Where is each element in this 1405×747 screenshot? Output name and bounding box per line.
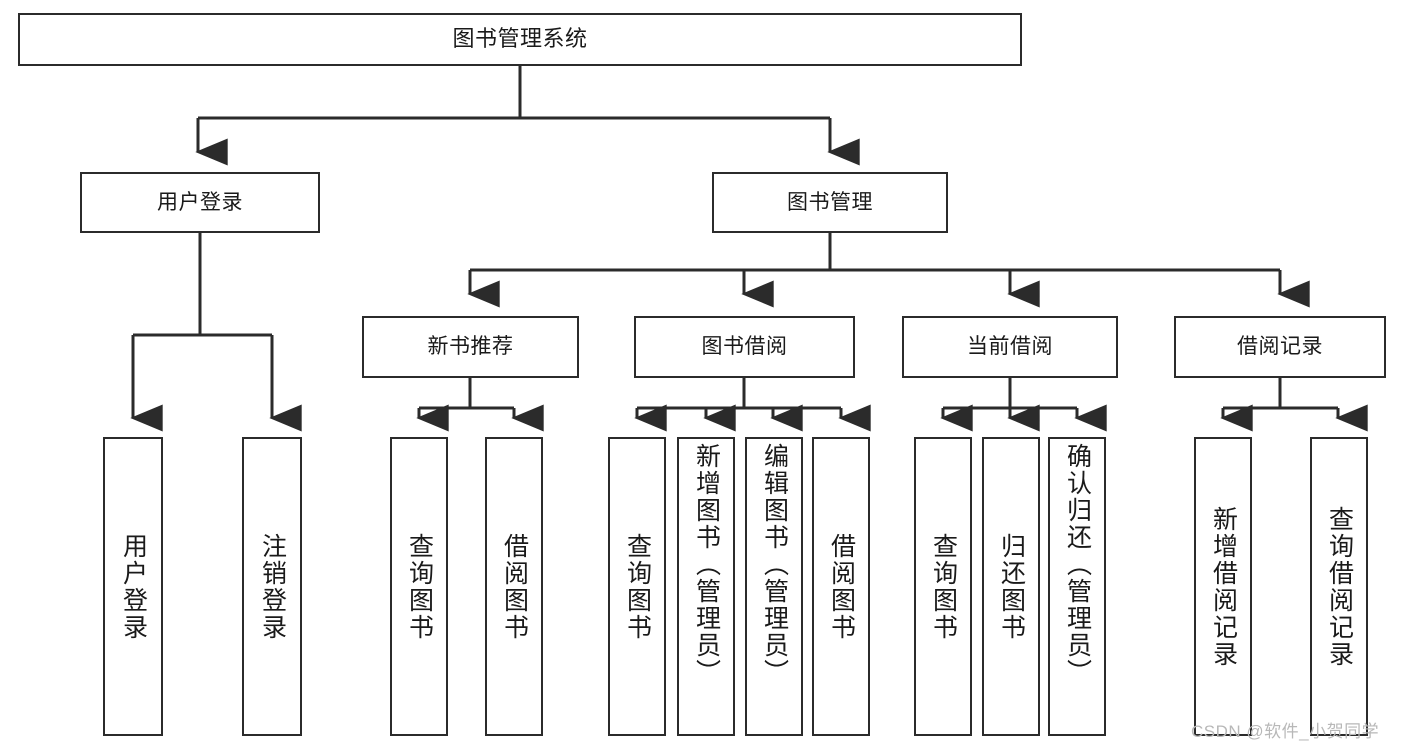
node-label: 新增图书（管理员） xyxy=(692,443,721,686)
node-label: 查询图书 xyxy=(405,532,434,641)
node-label: 用户登录 xyxy=(157,190,243,214)
node-leaf-query-book-1[interactable]: 查询图书 xyxy=(390,437,448,736)
node-leaf-add-book[interactable]: 新增图书（管理员） xyxy=(677,437,735,736)
csdn-watermark: CSDN @软件_小贺同学 xyxy=(1191,722,1380,741)
node-leaf-query-book-2[interactable]: 查询图书 xyxy=(608,437,666,736)
node-label: 用户登录 xyxy=(119,532,148,641)
node-current-borrow[interactable]: 当前借阅 xyxy=(902,316,1118,378)
node-leaf-edit-book[interactable]: 编辑图书（管理员） xyxy=(745,437,803,736)
node-leaf-query-book-3[interactable]: 查询图书 xyxy=(914,437,972,736)
node-leaf-borrow-book-2[interactable]: 借阅图书 xyxy=(812,437,870,736)
node-root-system[interactable]: 图书管理系统 xyxy=(18,13,1022,66)
node-label: 借阅图书 xyxy=(827,532,856,641)
node-label: 查询图书 xyxy=(929,532,958,641)
node-leaf-add-record[interactable]: 新增借阅记录 xyxy=(1194,437,1252,736)
node-label: 注销登录 xyxy=(258,532,287,641)
node-label: 图书管理 xyxy=(787,190,873,214)
node-user-login[interactable]: 用户登录 xyxy=(80,172,320,233)
node-label: 图书管理系统 xyxy=(452,26,588,52)
node-new-book-rec[interactable]: 新书推荐 xyxy=(362,316,579,378)
node-label: 图书借阅 xyxy=(701,335,788,359)
node-label: 查询图书 xyxy=(623,532,652,641)
node-label: 当前借阅 xyxy=(967,335,1053,359)
node-borrow-record[interactable]: 借阅记录 xyxy=(1174,316,1386,378)
node-leaf-borrow-book-1[interactable]: 借阅图书 xyxy=(485,437,543,736)
node-leaf-user-logout[interactable]: 注销登录 xyxy=(242,437,302,736)
node-label: 新书推荐 xyxy=(427,335,514,359)
node-leaf-confirm-return[interactable]: 确认归还（管理员） xyxy=(1048,437,1106,736)
node-label: 归还图书 xyxy=(997,532,1026,641)
node-label: 借阅记录 xyxy=(1237,335,1323,359)
node-book-manage[interactable]: 图书管理 xyxy=(712,172,948,233)
node-leaf-query-record[interactable]: 查询借阅记录 xyxy=(1310,437,1368,736)
node-book-borrow[interactable]: 图书借阅 xyxy=(634,316,855,378)
node-label: 确认归还（管理员） xyxy=(1063,443,1092,686)
node-label: 编辑图书（管理员） xyxy=(760,443,789,686)
node-leaf-user-login[interactable]: 用户登录 xyxy=(103,437,163,736)
node-label: 新增借阅记录 xyxy=(1209,505,1238,668)
node-label: 借阅图书 xyxy=(500,532,529,641)
node-leaf-return-book[interactable]: 归还图书 xyxy=(982,437,1040,736)
node-label: 查询借阅记录 xyxy=(1325,505,1354,668)
